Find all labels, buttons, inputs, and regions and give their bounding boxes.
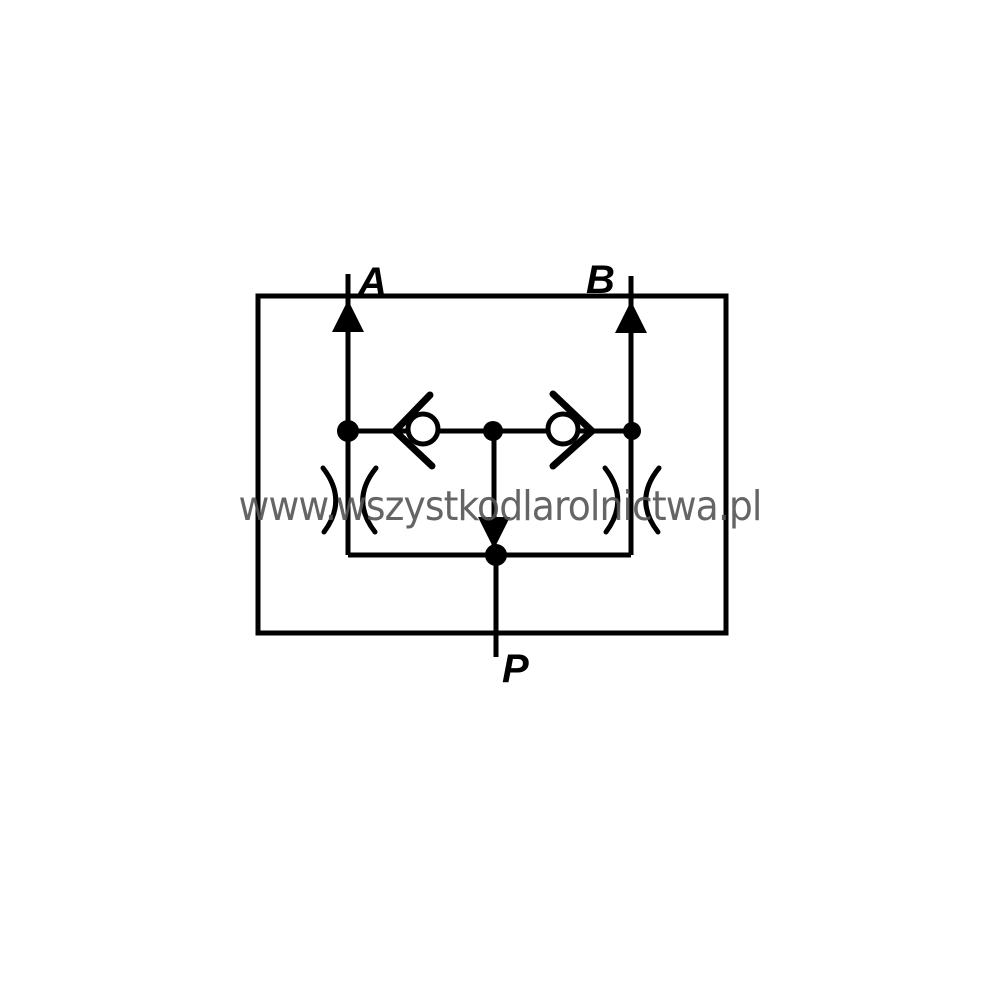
junction-dot-center	[483, 421, 503, 441]
arrow-up-a-icon	[332, 300, 364, 332]
arrow-down-center-icon	[478, 517, 510, 549]
arrow-up-b-icon	[615, 301, 647, 333]
junction-dot-b	[623, 422, 641, 440]
valve-body	[255, 293, 729, 636]
check-valve-ball-right	[545, 411, 581, 447]
watermark: www.wszystkodlarolnictwa.pl	[238, 482, 763, 530]
junction-dot-a	[337, 420, 359, 442]
check-valve-ball-left	[405, 411, 441, 447]
junction-dot-p	[485, 544, 507, 566]
orifice-right-1	[602, 465, 621, 535]
orifice-left-2	[360, 465, 379, 535]
orifice-right-2	[643, 465, 662, 535]
port-label-b: B	[586, 258, 615, 302]
check-valve-seat-right	[549, 390, 598, 470]
port-label-p: P	[502, 647, 529, 691]
port-label-a: A	[357, 260, 387, 304]
check-valve-seat-left	[390, 391, 436, 470]
orifice-left-1	[320, 465, 339, 535]
